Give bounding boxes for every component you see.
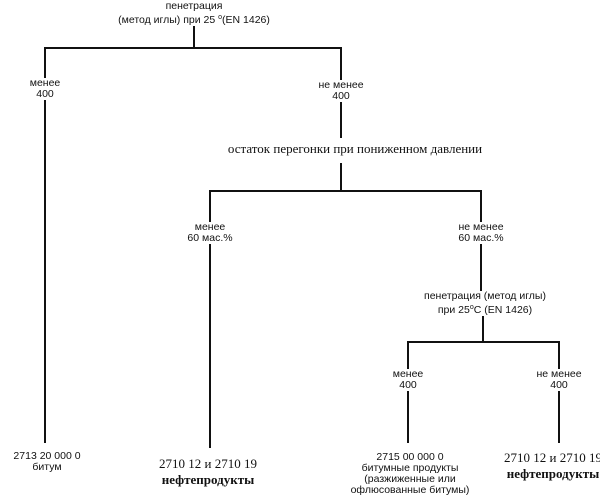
leaf-name: нефтепродукты bbox=[506, 466, 600, 481]
degree-sign: o bbox=[218, 14, 223, 21]
condition: не менее bbox=[458, 221, 504, 233]
value: 400 bbox=[399, 379, 417, 391]
value: 60 мас.% bbox=[187, 232, 233, 244]
leaf-code: 2710 12 и 2710 19 bbox=[504, 450, 600, 465]
condition: менее bbox=[392, 368, 424, 380]
root-line1: пенетрация bbox=[165, 0, 223, 12]
root-line2: (метод иглы) при 25 bbox=[118, 14, 219, 26]
value: 400 bbox=[36, 88, 54, 100]
leaf-name: битумные продукты bbox=[361, 462, 459, 474]
condition: менее bbox=[29, 77, 61, 89]
leaf-note: (разжиженные или bbox=[364, 473, 456, 485]
condition: менее bbox=[194, 221, 226, 233]
value: 60 мас.% bbox=[458, 232, 504, 244]
leaf-name: нефтепродукты bbox=[161, 472, 255, 487]
condition: не менее bbox=[536, 368, 582, 380]
residue-node: остаток перегонки при пониженном давлени… bbox=[227, 141, 483, 157]
leaf-code: 2713 20 000 0 bbox=[13, 450, 81, 462]
penetration2-line2-standard: C (EN 1426) bbox=[473, 304, 533, 316]
leaf-code: 2715 00 000 0 bbox=[376, 451, 444, 463]
root-line2-standard: (EN 1426) bbox=[222, 14, 270, 26]
condition: не менее bbox=[318, 79, 364, 91]
value: 400 bbox=[332, 90, 350, 102]
penetration2-line1: пенетрация (метод иглы) bbox=[424, 290, 546, 302]
leaf-name: битум bbox=[32, 461, 62, 473]
leaf-note: офлюсованные битумы) bbox=[350, 484, 470, 496]
value: 400 bbox=[550, 379, 568, 391]
degree-sign: o bbox=[469, 304, 474, 311]
penetration2-line2: при 25 bbox=[437, 304, 470, 316]
root-node: пенетрация (метод иглы) при 25 o(EN 1426… bbox=[118, 1, 270, 26]
penetration2-node: пенетрация (метод иглы) при 25oC (EN 142… bbox=[424, 291, 546, 316]
leaf-code: 2710 12 и 2710 19 bbox=[159, 456, 257, 471]
